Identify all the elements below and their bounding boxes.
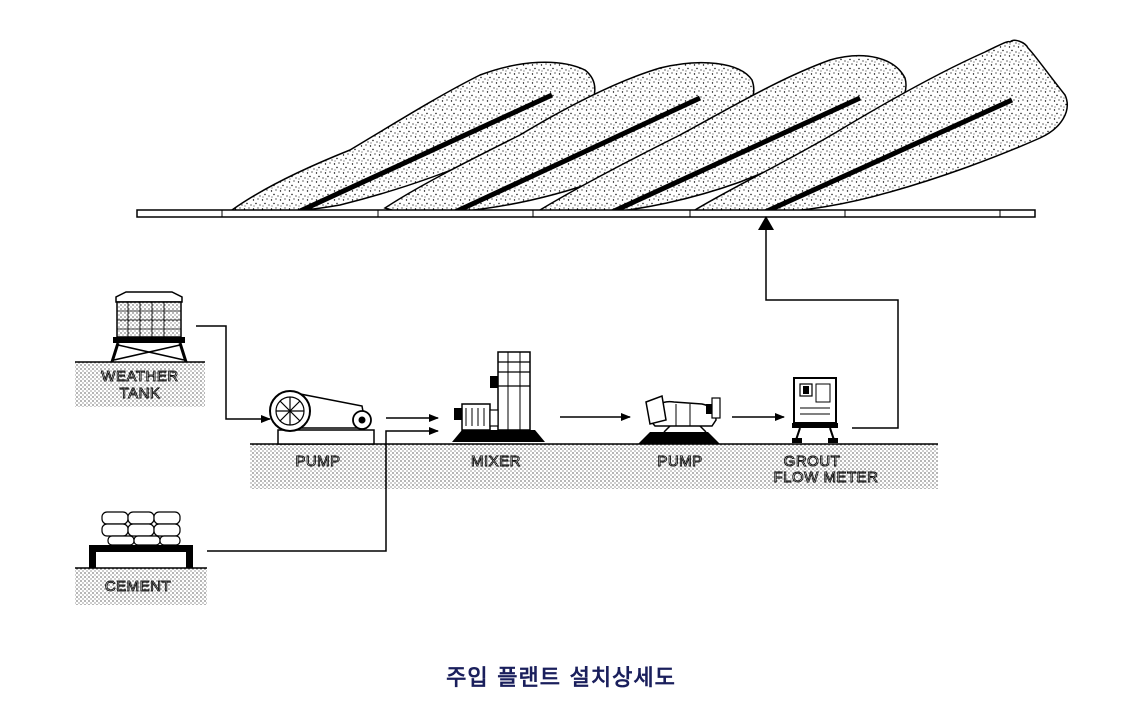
weather-tank-label-line1: WEATHER <box>101 368 178 385</box>
rock-mass-1 <box>230 61 596 213</box>
weather-tank <box>110 291 188 363</box>
pump-2-label: PUMP <box>657 453 702 470</box>
anchor-bars <box>296 92 1014 215</box>
pump-2 <box>638 394 721 444</box>
ground-beam <box>136 209 1036 218</box>
mixer <box>452 351 545 442</box>
rock-slope <box>136 39 1068 218</box>
pipe-water-to-pump <box>196 325 271 423</box>
cement-label: CEMENT <box>105 578 171 595</box>
ground-main <box>250 444 938 489</box>
pump-1 <box>269 390 375 445</box>
grout-label-line2: FLOW METER <box>774 469 879 486</box>
pipelines <box>196 224 899 552</box>
rock-mass-4 <box>693 39 1068 215</box>
mixer-label: MIXER <box>471 453 521 470</box>
pipe-cement-to-mixer <box>207 427 439 552</box>
grout-flow-meter <box>792 377 838 443</box>
cement-bags <box>89 511 193 568</box>
ground-weather-tank <box>75 362 205 407</box>
pipe-meter-to-anchor <box>765 224 899 429</box>
pump-1-label: PUMP <box>295 453 340 470</box>
grout-label-line1: GROUT <box>784 453 841 470</box>
arrow-to-anchor <box>758 216 774 230</box>
ground-cement <box>75 568 207 605</box>
weather-tank-label-line2: TANK <box>120 385 161 402</box>
diagram-caption: 주입 플랜트 설치상세도 <box>446 666 676 691</box>
